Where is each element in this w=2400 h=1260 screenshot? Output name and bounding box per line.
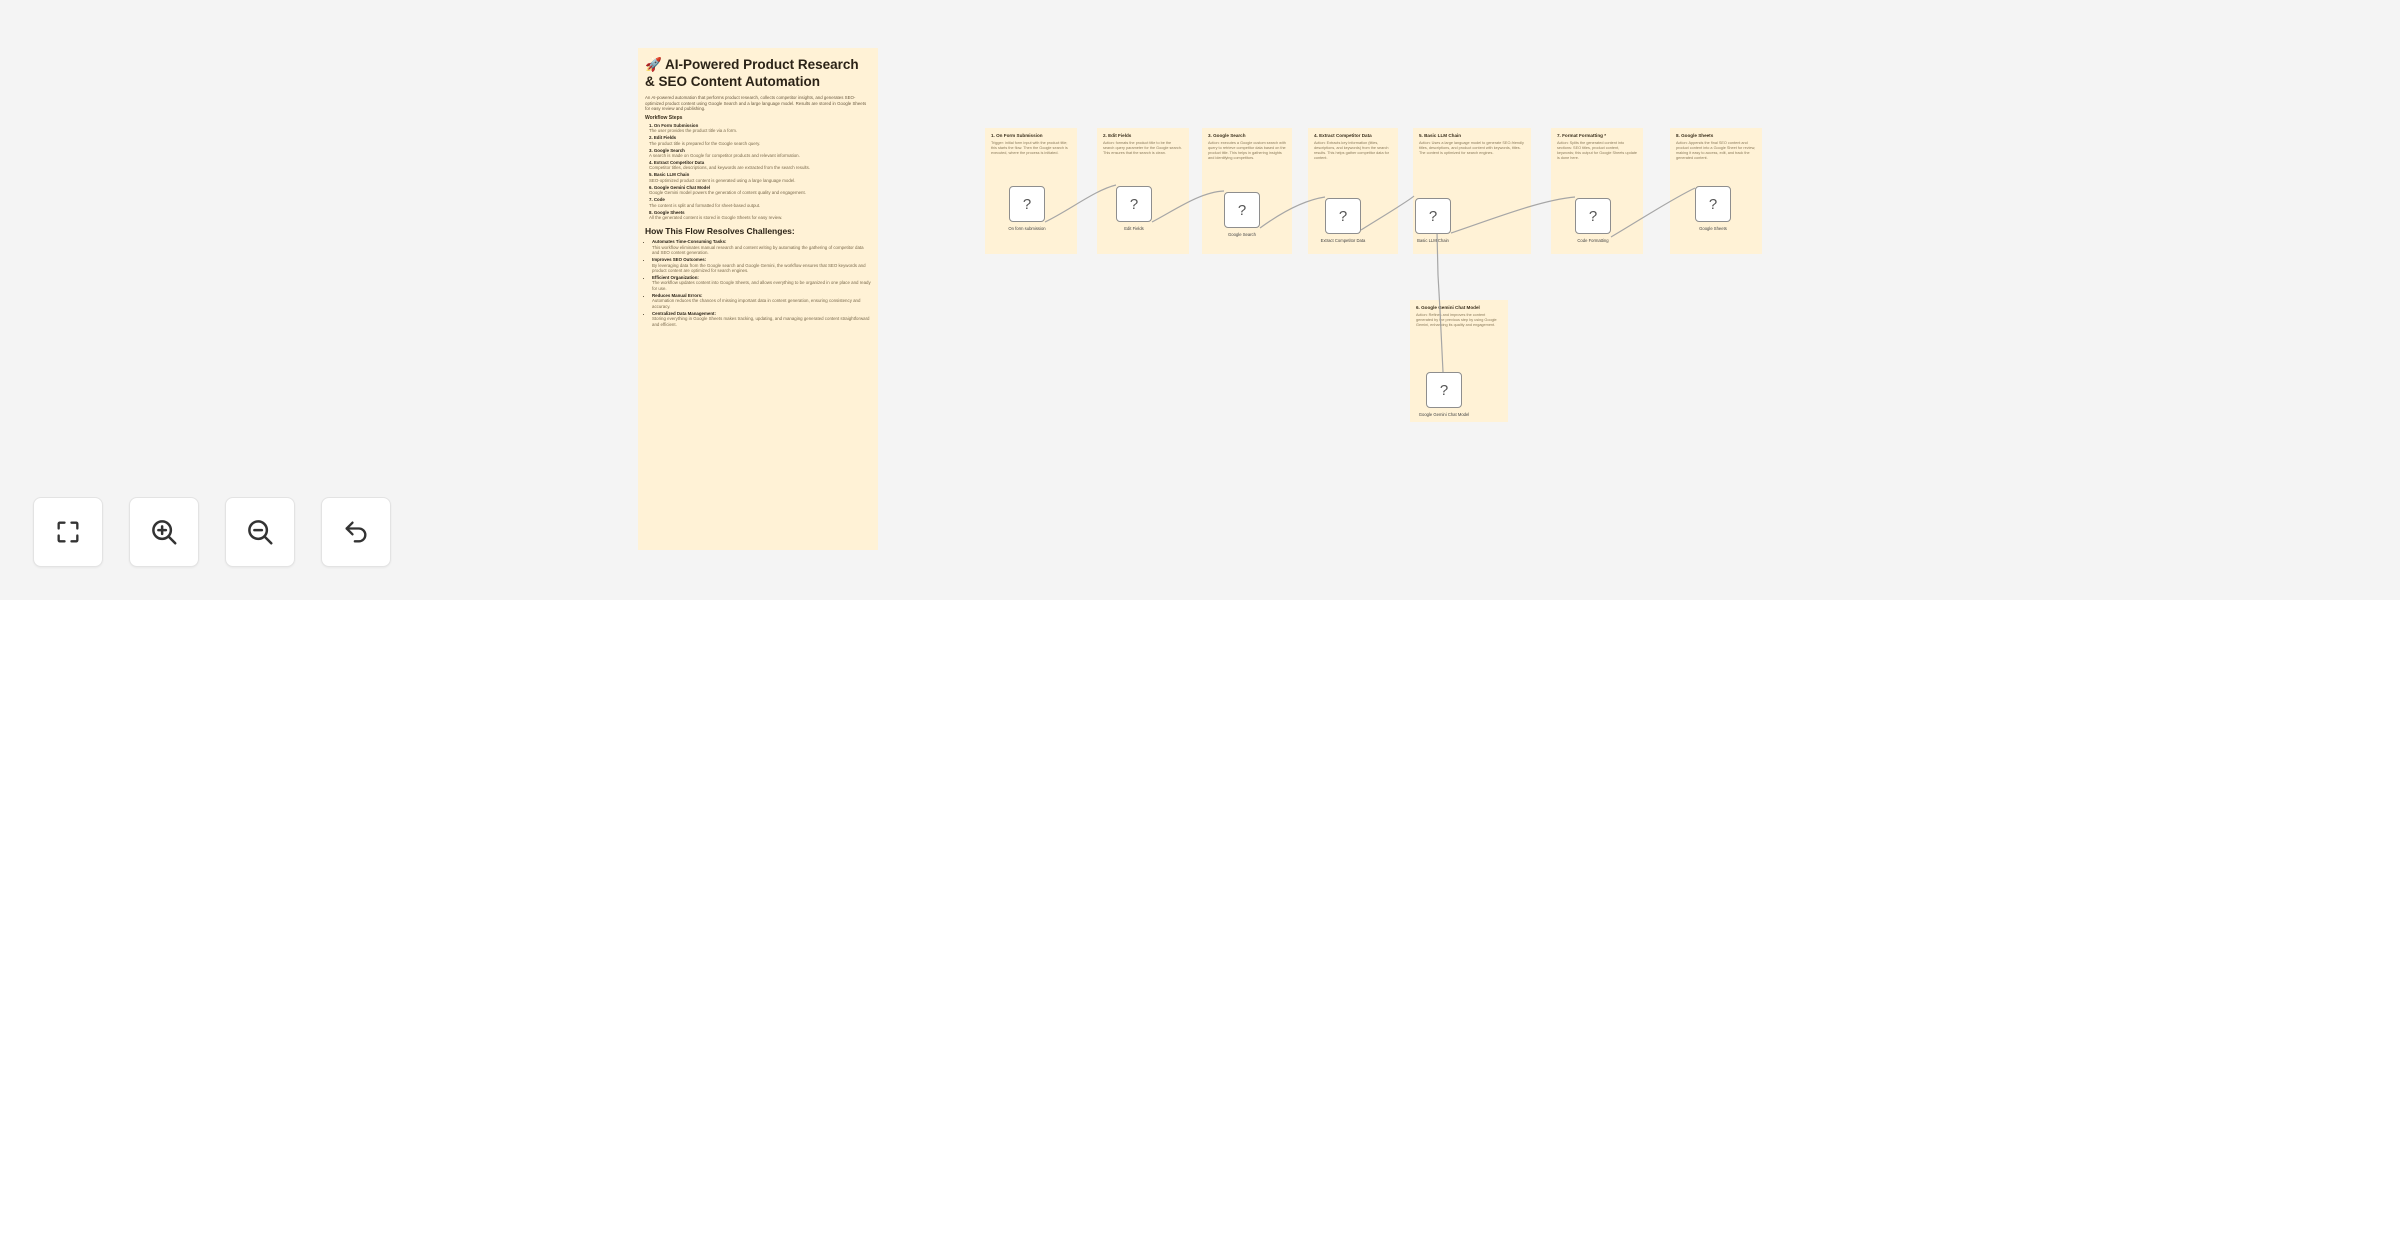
node-google-sheets[interactable]: ? xyxy=(1695,186,1731,222)
unknown-node-icon: ? xyxy=(1237,201,1247,219)
undo-button[interactable] xyxy=(321,497,391,567)
node-edit-fields[interactable]: ? xyxy=(1116,186,1152,222)
challenge-item: Automates Time-Consuming Tasks:This work… xyxy=(652,239,871,255)
challenge-item: Improves SEO Outcomes:By leveraging data… xyxy=(652,257,871,273)
node-label: Google Search xyxy=(1228,232,1256,237)
workflow-canvas[interactable]: 🚀 AI-Powered Product Research & SEO Cont… xyxy=(0,0,2400,600)
challenges-heading: How This Flow Resolves Challenges: xyxy=(645,226,795,237)
sticky-title: 🚀 AI-Powered Product Research & SEO Cont… xyxy=(645,57,859,89)
undo-icon xyxy=(345,521,367,543)
node-code-formatting[interactable]: ? xyxy=(1575,198,1611,234)
zoom-out-icon xyxy=(248,520,273,545)
node-on-form-submission[interactable]: ? xyxy=(1009,186,1045,222)
unknown-node-icon: ? xyxy=(1708,195,1718,213)
connection-lines xyxy=(1044,184,1696,373)
node-google-search[interactable]: ? xyxy=(1224,192,1260,228)
unknown-node-icon: ? xyxy=(1428,207,1438,225)
node-label: Extract Competitor Data xyxy=(1320,238,1366,243)
node-label: Google Gemini Chat Model xyxy=(1418,412,1470,417)
node-label: Edit Fields xyxy=(1124,226,1144,231)
zoom-in-icon xyxy=(152,520,177,545)
unknown-node-icon: ? xyxy=(1588,207,1598,225)
node-label: Basic LLM Chain xyxy=(1417,238,1449,243)
unknown-node-icon: ? xyxy=(1338,207,1348,225)
node-extract-competitor-data[interactable]: ? xyxy=(1325,198,1361,234)
unknown-node-icon: ? xyxy=(1022,195,1032,213)
challenge-item: Reduces Manual Errors:Automation reduces… xyxy=(652,293,871,309)
node-label: On form submission xyxy=(1008,226,1046,231)
unknown-node-icon: ? xyxy=(1129,195,1139,213)
sticky-intro: An AI-powered automation that performs p… xyxy=(645,95,867,112)
workflow-steps-heading: Workflow Steps xyxy=(645,114,683,121)
challenge-item: Centralized Data Management:Storing ever… xyxy=(652,311,871,327)
node-basic-llm-chain[interactable]: ? xyxy=(1415,198,1451,234)
node-label: Google Sheets xyxy=(1699,226,1727,231)
fullscreen-icon xyxy=(57,521,79,543)
zoom-out-button[interactable] xyxy=(225,497,295,567)
overview-sticky-note[interactable]: 🚀 AI-Powered Product Research & SEO Cont… xyxy=(638,48,878,550)
challenge-item: Efficient Organization:The workflow upda… xyxy=(652,275,871,291)
note-code-formatting[interactable]: 7. Format Formatting * Action: Splits th… xyxy=(1551,128,1643,254)
fit-view-button[interactable] xyxy=(33,497,103,567)
note-google-search[interactable]: 3. Google Search Action: executes a Goog… xyxy=(1202,128,1292,254)
node-label: Code Formatting xyxy=(1577,238,1609,243)
zoom-in-button[interactable] xyxy=(129,497,199,567)
node-google-gemini-chat-model[interactable]: ? xyxy=(1426,372,1462,408)
unknown-node-icon: ? xyxy=(1439,381,1449,399)
